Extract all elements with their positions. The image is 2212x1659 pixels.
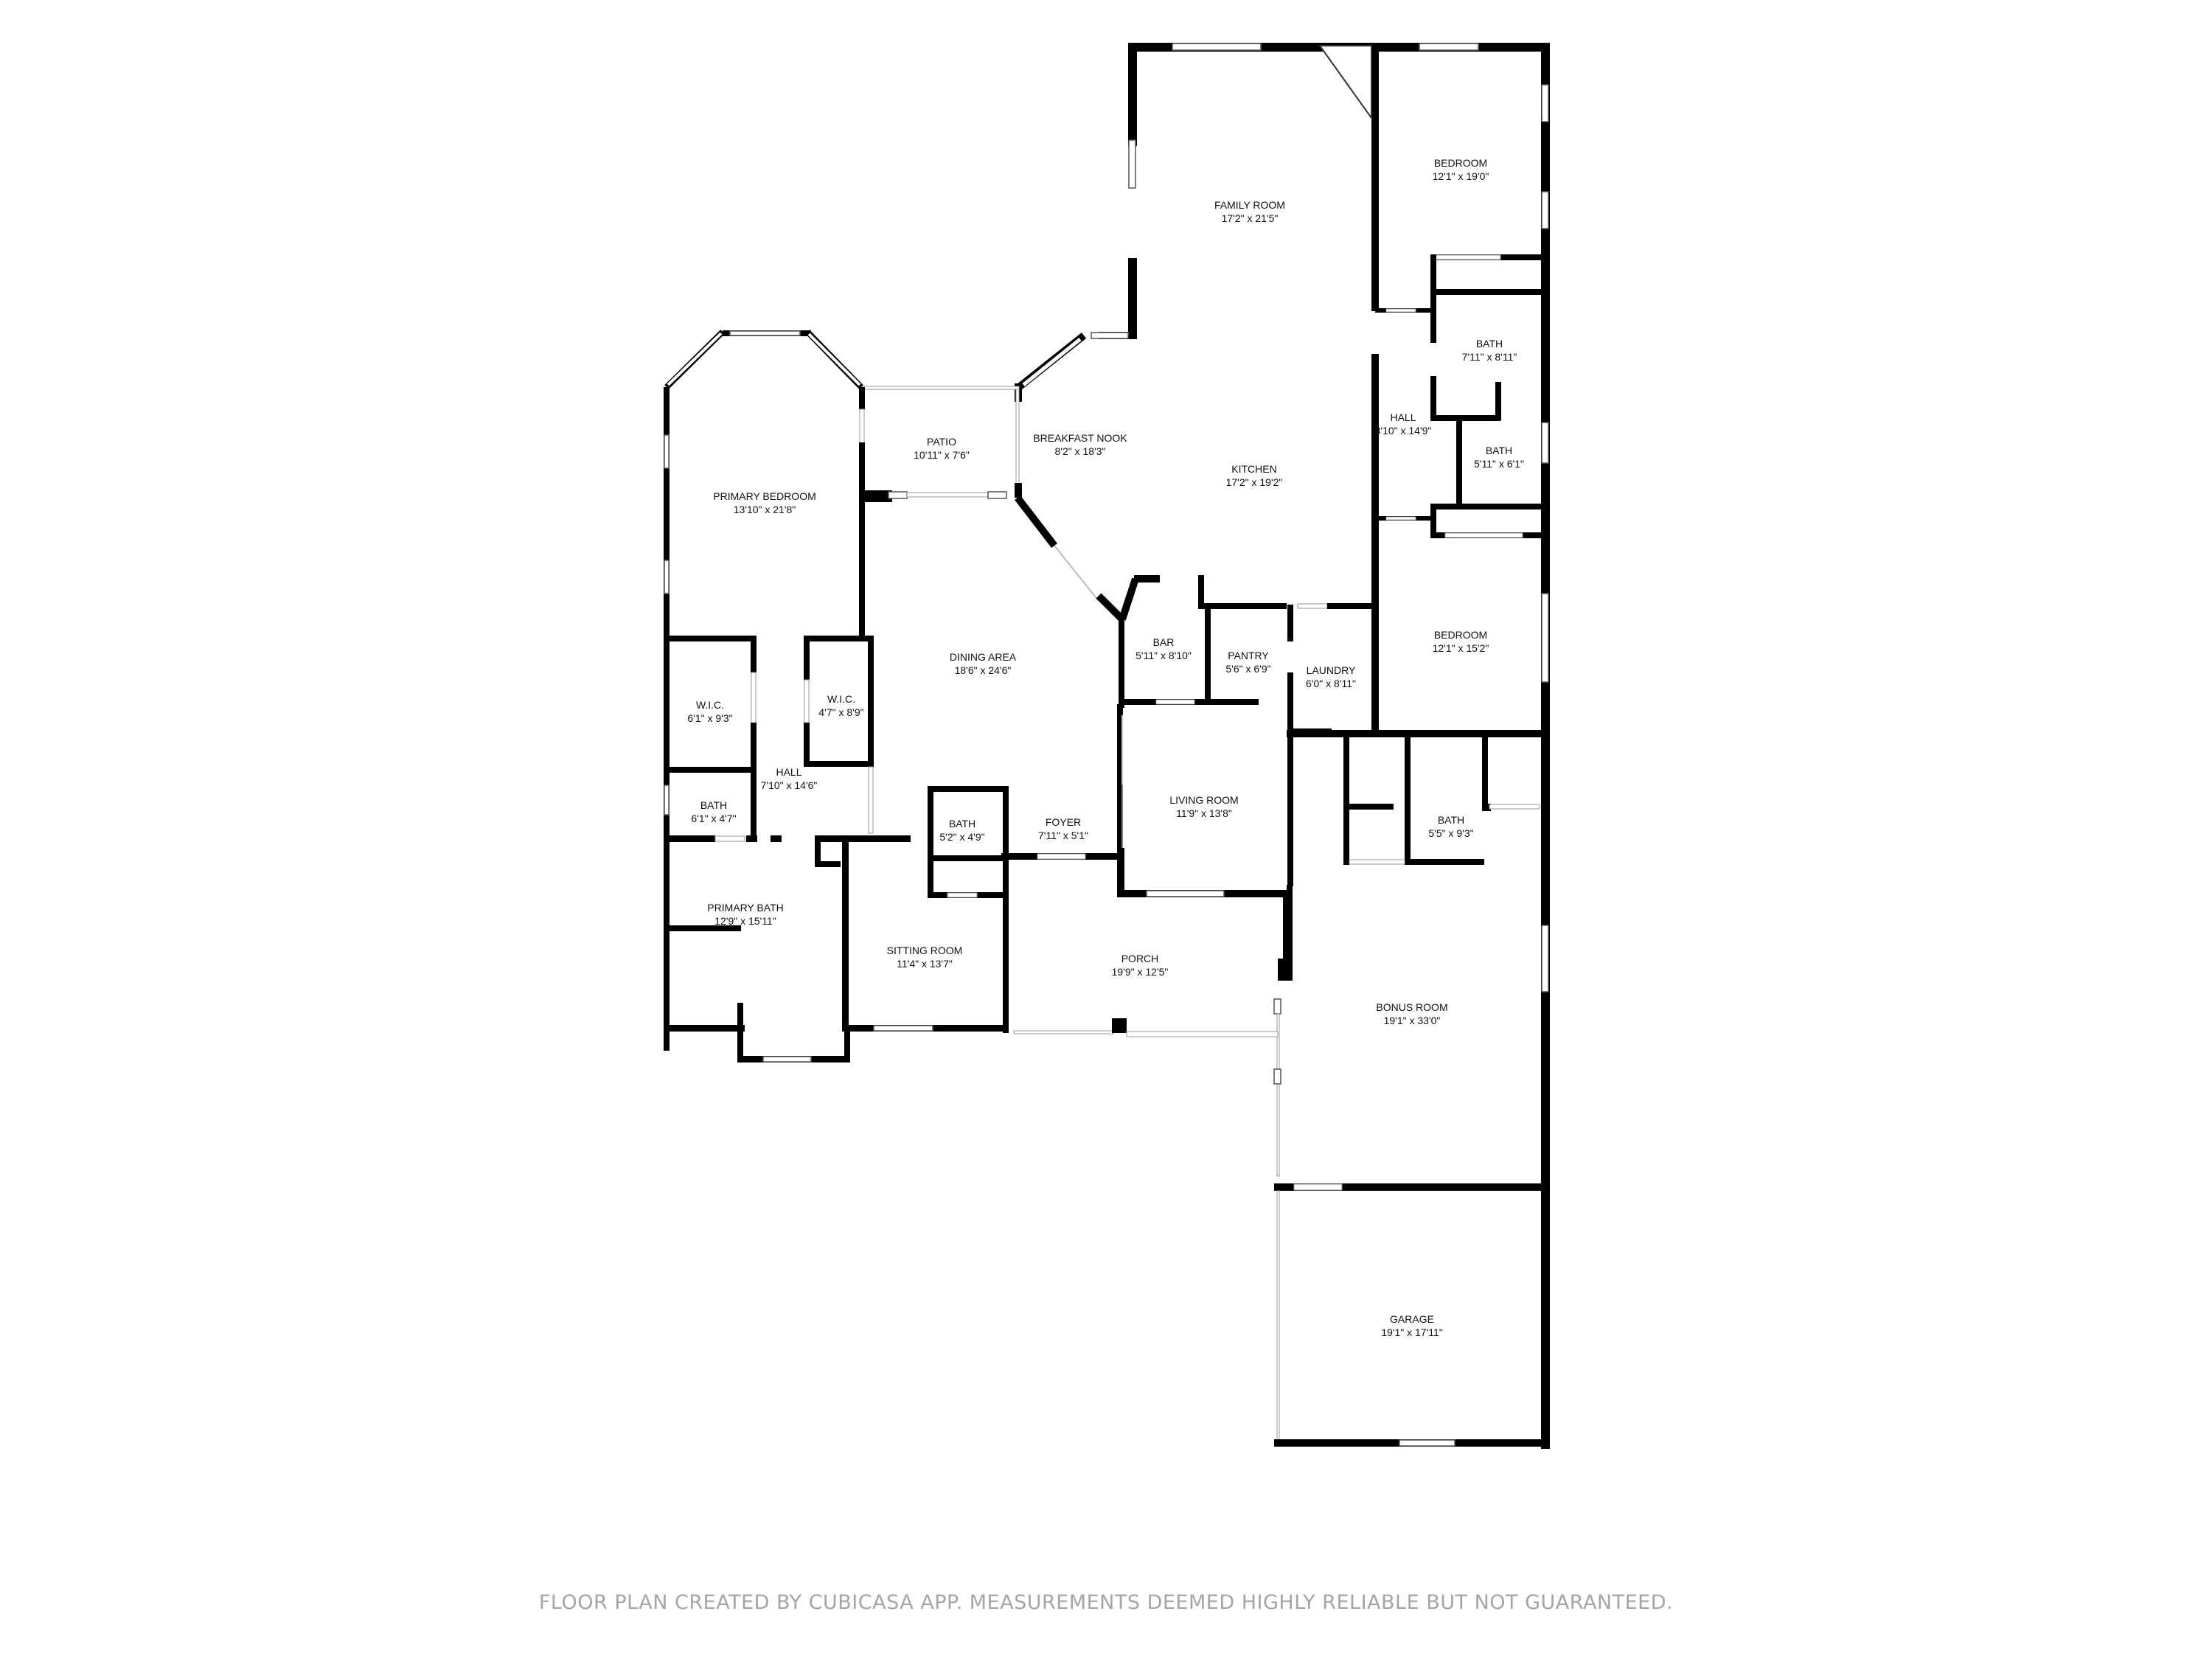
room-bath-2: BATH 5'11" x 6'1" (1474, 444, 1524, 470)
room-dimensions: 6'1" x 9'3" (687, 712, 733, 724)
room-wic-1: W.I.C.6'1" x 9'3" (687, 698, 732, 725)
room-bar: BAR 5'11" x 8'10" (1135, 636, 1192, 662)
room-name: LAUNDRY (1306, 664, 1356, 676)
room-dimensions: 12'9" x 15'11" (714, 915, 776, 927)
room-dimensions: 5'11" x 8'10" (1135, 650, 1192, 661)
room-dimensions: 19'9" x 12'5" (1111, 966, 1169, 978)
room-name: PATIO (927, 436, 956, 448)
room-dimensions: 12'1" x 15'2" (1432, 642, 1489, 654)
room-name: W.I.C. (695, 699, 725, 711)
room-dimensions: 7'11" x 5'1" (1038, 830, 1088, 841)
room-name: SITTING ROOM (886, 945, 963, 956)
room-name: FOYER (1045, 816, 1082, 828)
room-sitting-room: SITTING ROOM 11'4" x 13'7" (887, 944, 963, 970)
room-dimensions: 5'2" x 4'9" (939, 831, 985, 843)
room-name: BAR (1152, 636, 1175, 648)
room-dimensions: 11'4" x 13'7" (897, 958, 953, 970)
room-name: W.I.C. (827, 693, 856, 705)
room-dimensions: 7'10" x 14'6" (760, 779, 818, 791)
room-dimensions: 5'6" x 6'9" (1225, 663, 1271, 675)
room-name: PANTRY (1228, 650, 1269, 661)
room-name: DINING AREA (949, 651, 1017, 663)
room-dimensions: 6'1" x 4'7" (691, 813, 737, 824)
disclaimer-footer: FLOOR PLAN CREATED BY CUBICASA APP. MEAS… (538, 1591, 1674, 1614)
room-name: BEDROOM (1433, 629, 1488, 641)
room-dimensions: 10'11" x 7'6" (914, 449, 970, 461)
room-dimensions: 19'1" x 33'0" (1383, 1015, 1441, 1026)
room-dimensions: 6'0" x 8'11" (1306, 678, 1356, 689)
room-porch: PORCH 19'9" x 12'5" (1112, 952, 1169, 978)
room-name: BEDROOM (1433, 157, 1488, 169)
room-name: HALL (776, 766, 802, 778)
room-dimensions: 19'1" x 17'11" (1381, 1326, 1443, 1338)
room-foyer: FOYER 7'11" x 5'1" (1038, 815, 1088, 842)
room-name: BATH (1485, 445, 1513, 456)
room-dimensions: 4'7" x 8'9" (818, 706, 864, 718)
room-dimensions: 17'2" x 21'5" (1221, 212, 1279, 224)
room-name: BREAKFAST NOOK (1033, 432, 1127, 444)
room-name: PORCH (1121, 953, 1159, 964)
room-dimensions: 13'10" x 21'8" (733, 504, 796, 515)
room-bath-1: BATH 7'11" x 8'11" (1462, 337, 1517, 364)
room-dimensions: 7'11" x 8'11" (1461, 351, 1517, 363)
room-dimensions: 17'2" x 19'2" (1225, 476, 1283, 488)
room-name: BATH (1475, 338, 1503, 349)
room-dimensions: 8'2" x 18'3" (1054, 445, 1106, 457)
room-bonus-room: BONUS ROOM 19'1" x 33'0" (1376, 1001, 1447, 1027)
room-primary-bedroom: PRIMARY BEDROOM 13'10" x 21'8" (713, 490, 816, 516)
room-name: LIVING ROOM (1169, 794, 1239, 806)
room-dimensions: 5'11" x 6'1" (1474, 458, 1524, 470)
room-name: FAMILY ROOM (1214, 199, 1285, 211)
room-dimensions: 12'1" x 19'0" (1432, 170, 1489, 182)
room-name: BATH (700, 799, 728, 811)
room-dimensions: 5'5" x 9'3" (1428, 827, 1474, 839)
room-name: BONUS ROOM (1376, 1001, 1448, 1013)
room-name: BATH (1437, 814, 1465, 826)
room-bath-3: BATH 6'1" x 4'7" (691, 799, 736, 825)
room-dimensions: 18'6" x 24'6" (954, 664, 1012, 676)
room-name: HALL (1390, 411, 1416, 423)
room-laundry: LAUNDRY 6'0" x 8'11" (1306, 664, 1356, 690)
room-name: GARAGE (1390, 1313, 1434, 1325)
room-name: KITCHEN (1231, 463, 1277, 475)
room-dimensions: 11'9" x 13'8" (1176, 807, 1232, 819)
room-dimensions: 3'10" x 14'9" (1374, 425, 1432, 437)
room-name: PRIMARY BATH (707, 902, 784, 914)
room-pantry: PANTRY 5'6" x 6'9" (1225, 649, 1270, 675)
room-hall-1: HALL 3'10" x 14'9" (1375, 411, 1432, 437)
room-name: PRIMARY BEDROOM (713, 490, 816, 502)
room-name: BATH (948, 818, 976, 830)
walls (664, 43, 1550, 1449)
room-wic-2: W.I.C.4'7" x 8'9" (818, 692, 863, 719)
